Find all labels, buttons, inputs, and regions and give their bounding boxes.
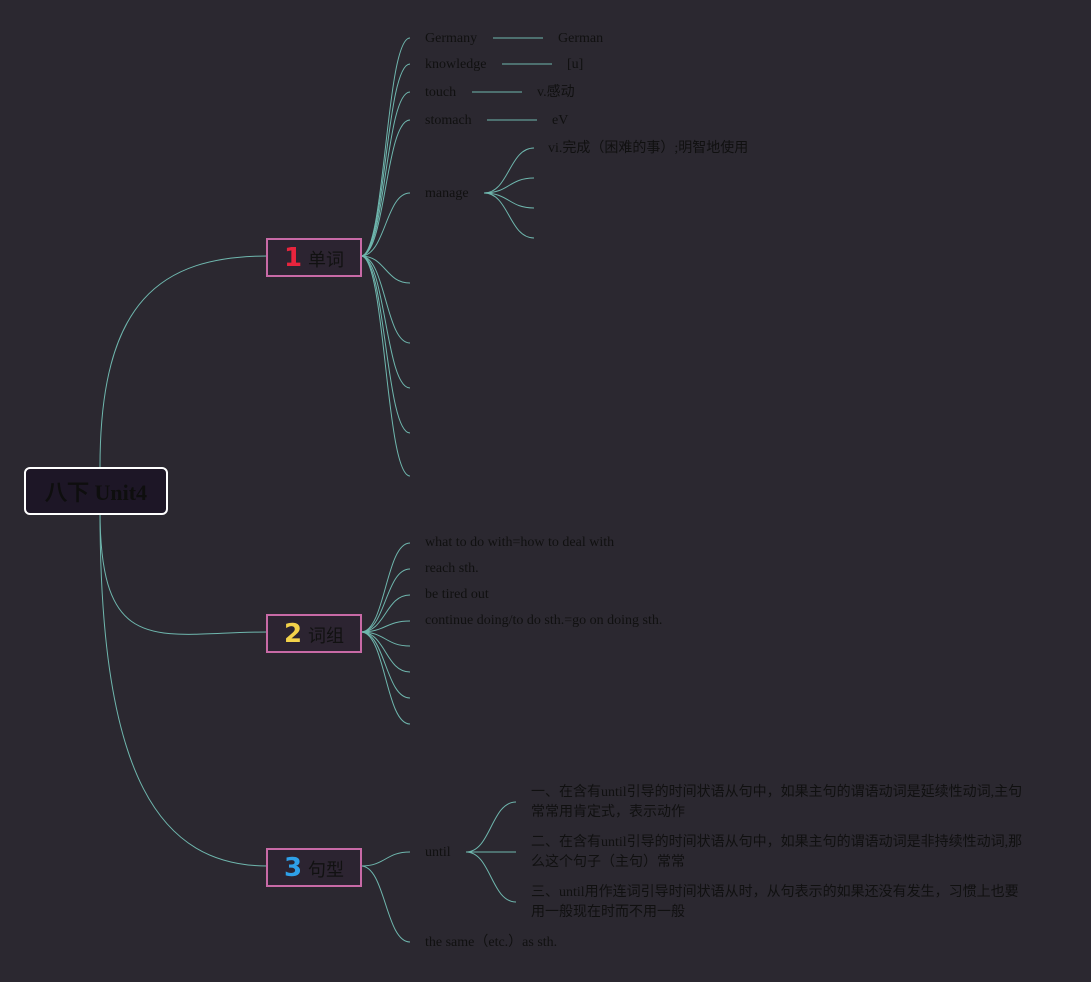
root-connector-line	[99, 510, 269, 867]
phrase-node[interactable]: continue doing/to do sth.=go on doing st…	[425, 613, 663, 628]
phrase-branch-line	[360, 542, 411, 633]
until-point[interactable]: 二、在含有until引导的时间状语从句中，如果主句的谓语动词是非持续性动词,那么…	[531, 835, 1023, 870]
topic-label-sentences: 句型	[308, 859, 345, 881]
until-point[interactable]: 三、until用作连词引导时间状语从时，从句表示的如果还没有发生，习惯上也要用一…	[531, 885, 1019, 920]
word-note[interactable]: [u]	[567, 57, 584, 72]
phrase-node[interactable]: be tired out	[425, 587, 489, 602]
root-connector-line	[99, 255, 269, 468]
phrase-node[interactable]: reach sth.	[425, 561, 479, 576]
root-connector-line	[99, 510, 269, 635]
word-branch-line	[360, 255, 411, 477]
word-node[interactable]: knowledge	[425, 57, 487, 72]
phrase-branch-line	[360, 631, 411, 673]
sentence-branch-line	[360, 851, 411, 867]
word-branch-line	[360, 255, 411, 389]
word-branch-line	[360, 192, 411, 257]
topic-number-3: 3	[283, 852, 303, 883]
topic-number-2: 2	[283, 618, 303, 649]
word-note[interactable]: v.感动	[537, 85, 575, 100]
phrase-branch-line	[360, 631, 411, 725]
manage-branch-line	[483, 147, 535, 194]
topic-label-phrases: 词组	[308, 625, 345, 647]
until-branch-line	[465, 851, 517, 903]
until-branch-line	[465, 801, 517, 853]
manage-branch-line	[483, 192, 535, 239]
topic-phrases[interactable]: 2 词组	[266, 614, 362, 653]
phrase-branch-line	[360, 631, 411, 699]
word-branch-line	[360, 255, 411, 284]
phrase-branch-line	[360, 568, 411, 633]
word-node[interactable]: manage	[425, 186, 469, 201]
word-branch-line	[360, 37, 411, 257]
topic-number-1: 1	[283, 242, 303, 273]
until-point[interactable]: 一、在含有until引导的时间状语从句中，如果主句的谓语动词是延续性动词,主句常…	[531, 785, 1023, 820]
topic-label-words: 单词	[308, 249, 345, 271]
word-node[interactable]: stomach	[425, 113, 472, 128]
phrase-node[interactable]: what to do with=how to deal with	[425, 535, 615, 550]
word-note[interactable]: eV	[552, 113, 569, 128]
word-node[interactable]: Germany	[425, 31, 478, 46]
phrase-branch-line	[360, 594, 411, 633]
manage-branch-line	[483, 177, 535, 194]
phrase-branch-line	[360, 620, 411, 633]
topic-words[interactable]: 1 单词	[266, 238, 362, 277]
word-branch-line	[360, 119, 411, 257]
word-node[interactable]: touch	[425, 85, 457, 100]
word-note[interactable]: vi.完成（困难的事）;明智地使用	[548, 141, 749, 156]
sentence-branch-line	[360, 865, 411, 943]
topic-sentences[interactable]: 3 句型	[266, 848, 362, 887]
word-branch-line	[360, 91, 411, 257]
word-branch-line	[360, 255, 411, 434]
word-branch-line	[360, 63, 411, 257]
root-node[interactable]: 八下 Unit4	[24, 467, 168, 515]
root-title: 八下 Unit4	[44, 480, 148, 505]
sentence-node-same[interactable]: the same（etc.）as sth.	[425, 935, 558, 950]
sentence-node-until[interactable]: until	[425, 845, 451, 860]
manage-branch-line	[483, 192, 535, 209]
word-note[interactable]: German	[558, 31, 604, 46]
word-branch-line	[360, 255, 411, 344]
